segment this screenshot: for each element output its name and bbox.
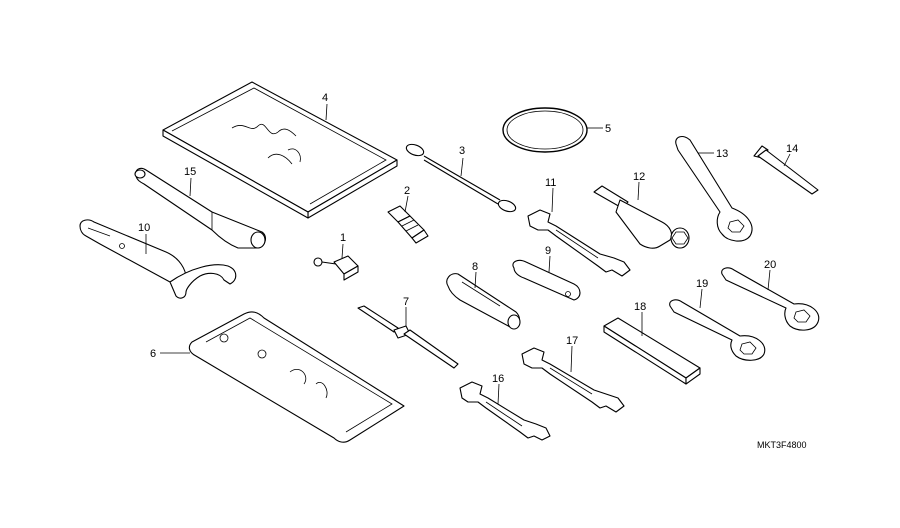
part-12-socket-wrench [593, 185, 690, 249]
leader-9 [548, 255, 551, 273]
callout-8: 8 [472, 261, 478, 273]
part-1-connector [313, 255, 359, 281]
part-14-hex-key [753, 145, 819, 195]
callout-11: 11 [545, 177, 556, 189]
leader-4 [325, 103, 328, 121]
leader-20 [767, 269, 771, 291]
part-8-screwdriver-grip [446, 273, 521, 330]
callout-14: 14 [786, 143, 798, 155]
callout-2: 2 [404, 185, 410, 197]
part-17-open-end-wrench [521, 347, 625, 413]
callout-9: 9 [545, 245, 551, 257]
callout-5: 5 [605, 123, 611, 135]
part-10-pin-spanner [79, 219, 237, 299]
callout-4: 4 [322, 92, 328, 104]
callout-12: 12 [633, 171, 645, 183]
callout-16: 16 [492, 373, 504, 385]
leader-17 [570, 345, 573, 373]
leader-15 [189, 177, 192, 197]
part-11-open-end-wrench [527, 209, 631, 277]
callout-7: 7 [403, 296, 409, 308]
part-2-fuse-puller [387, 205, 429, 244]
part-6-tool-bag [188, 311, 405, 443]
part-19-box-wrench [669, 299, 766, 361]
part-5-o-ring [502, 107, 588, 153]
leader-19 [699, 288, 703, 309]
callout-3: 3 [459, 145, 465, 157]
leader-16 [497, 383, 500, 405]
callout-19: 19 [696, 278, 708, 290]
callout-1: 1 [340, 232, 346, 244]
leader-1 [341, 243, 344, 259]
callout-20: 20 [764, 259, 776, 271]
leader-3 [460, 157, 464, 177]
leader-2 [404, 195, 409, 213]
callout-6: 6 [150, 348, 156, 360]
callout-15: 15 [184, 166, 196, 178]
part-9-flat-handle [512, 259, 581, 301]
part-3-cable [405, 143, 517, 213]
part-16-open-end-wrench [459, 381, 551, 441]
part-7-screwdriver-blade [357, 305, 459, 369]
callout-13: 13 [716, 148, 728, 160]
leader-14 [783, 153, 791, 167]
leader-11 [551, 187, 554, 213]
leader-12 [637, 181, 640, 201]
part-13-box-wrench [675, 135, 753, 242]
part-18-flat-bar [603, 317, 701, 385]
callout-10: 10 [138, 222, 150, 234]
leader-8 [474, 271, 477, 289]
callout-17: 17 [566, 335, 578, 347]
reference-code: MKT3F4800 [757, 440, 807, 450]
part-4-document-pouch [162, 81, 398, 219]
part-20-box-wrench [721, 267, 820, 331]
callout-18: 18 [634, 301, 646, 313]
part-15-handle [134, 167, 267, 249]
